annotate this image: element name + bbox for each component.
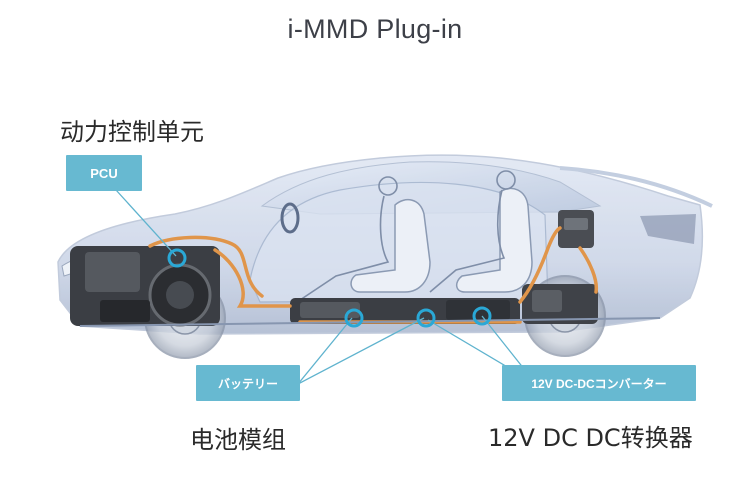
label-power-control-unit: 动力控制单元: [60, 118, 204, 146]
battery-pointer-ring-2: [416, 308, 436, 328]
leader-lines: [115, 189, 537, 385]
diagram-title: i-MMD Plug-in: [287, 14, 463, 44]
engine-block: [70, 246, 220, 327]
hv-wiring: [148, 226, 599, 324]
label-battery-module: 电池模组: [190, 426, 286, 454]
rear-drive-unit: [522, 284, 598, 324]
occupant-rear: [429, 170, 516, 293]
rear-spoiler: [559, 166, 713, 208]
occupant-front: [299, 176, 398, 301]
tag-battery: バッテリー: [196, 365, 300, 401]
underbody-line: [79, 317, 661, 327]
tag-pcu: PCU: [66, 155, 142, 191]
dcdc-pointer-ring: [472, 306, 492, 326]
rear-seat: [456, 187, 533, 293]
front-seat: [350, 198, 431, 293]
battery-pointer-ring-1: [344, 308, 364, 328]
pcu-pointer-ring: [167, 248, 187, 268]
steering-wheel: [280, 202, 300, 234]
pointer-rings: [167, 248, 492, 328]
charger-unit: [558, 210, 594, 248]
tag-dc-dc-converter: 12V DC-DCコンバーター: [502, 365, 696, 401]
label-dc-converter: 12V DC DC转换器: [488, 424, 693, 452]
tail-light: [640, 214, 696, 244]
